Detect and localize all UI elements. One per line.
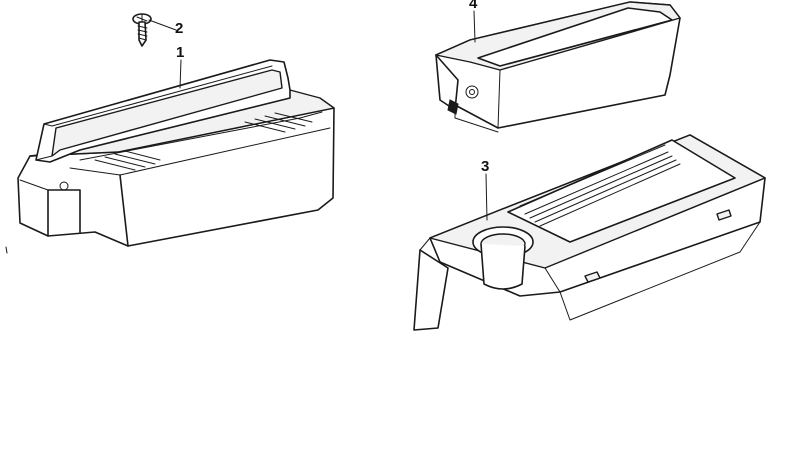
part-3-console xyxy=(413,134,766,331)
part-2-screw xyxy=(132,13,152,47)
callout-2: 2 xyxy=(175,20,183,37)
leader-line-2 xyxy=(148,19,177,31)
callouts: 1 2 3 4 xyxy=(175,0,489,175)
part-4-bin xyxy=(435,1,681,133)
part-1-tray xyxy=(17,59,335,247)
callout-4: 4 xyxy=(469,0,478,12)
leader-line-3 xyxy=(485,173,488,221)
stray-mark xyxy=(5,246,8,254)
leader-lines xyxy=(148,10,488,221)
callout-1: 1 xyxy=(176,44,184,61)
leader-line-4 xyxy=(473,10,476,43)
callout-3: 3 xyxy=(481,158,489,175)
leader-line-1 xyxy=(179,59,182,89)
